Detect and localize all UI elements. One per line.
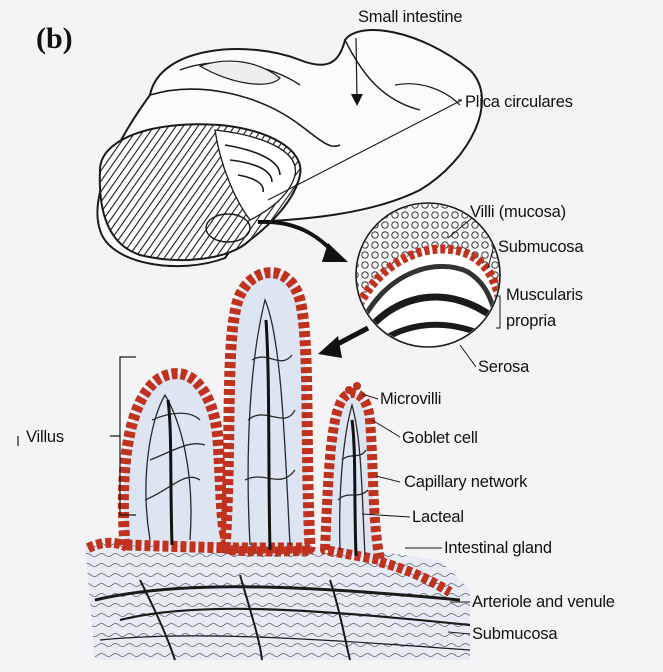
label-small-intestine: Small intestine bbox=[358, 8, 462, 27]
label-villus: Villus bbox=[26, 428, 64, 447]
label-goblet-cell: Goblet cell bbox=[402, 429, 478, 448]
label-plica-circulares: Plica circulares bbox=[465, 93, 573, 112]
label-villi-mucosa: Villi (mucosa) bbox=[470, 203, 566, 222]
label-submucosa-upper: Submucosa bbox=[498, 238, 583, 257]
label-capillary-network: Capillary network bbox=[404, 473, 527, 492]
label-submucosa-lower: Submucosa bbox=[472, 625, 557, 644]
panel-label: (b) bbox=[36, 22, 73, 56]
label-intestinal-gland: Intestinal gland bbox=[444, 539, 552, 558]
label-propria: propria bbox=[506, 312, 556, 331]
label-arteriole-venule: Arteriole and venule bbox=[472, 593, 615, 612]
arrow-to-villi-head bbox=[318, 336, 342, 358]
label-muscularis: Muscularis bbox=[506, 286, 583, 305]
label-microvilli: Microvilli bbox=[380, 390, 441, 409]
wall-cross-section bbox=[350, 200, 510, 360]
label-lacteal: Lacteal bbox=[412, 508, 464, 527]
label-serosa: Serosa bbox=[478, 358, 529, 377]
arrow-to-cross-section bbox=[258, 222, 336, 255]
